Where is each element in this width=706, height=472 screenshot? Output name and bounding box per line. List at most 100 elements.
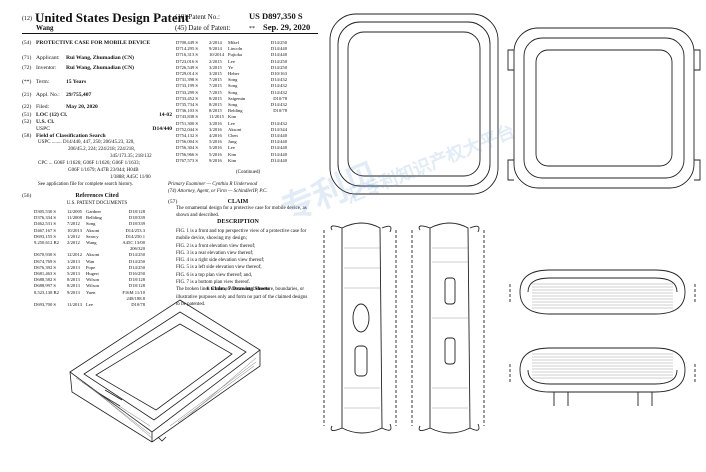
claim-code: (57) [168,199,178,205]
fig7-bottom-plan-drawing [509,347,696,406]
refs-title: References Cited [75,193,119,199]
ref-date: 12/2005 [67,209,83,214]
ref-class: D14/440 [270,145,287,151]
ref-number: D305,530 S [34,209,56,214]
ref-class: F16M 11/10 [122,289,145,295]
ref-class: D18/339 [128,221,145,227]
ref-date: 8/2015 [209,108,222,114]
search-line: 206/45.2, 224; 224/218; 224/218, [68,147,135,152]
ref-class: D14/440 [270,52,287,58]
ref-class: D14/253.3 [125,227,145,233]
ref-class: D10/163 [270,71,287,77]
ref-number: 8,523,138 B2 [34,289,59,295]
ref-date: 7/2012 [67,221,80,227]
ref-class: D14/250 [128,258,145,264]
search-line: G06F 1/1679; A47B 23/044; H04B [68,168,139,173]
fig6-top-plan-drawing [509,269,696,315]
ref-date: 3/2015 [209,64,222,70]
ref-name: Chen [228,133,238,139]
refs-continued: (Continued) [236,170,261,175]
ref-number: D723,016 S [176,58,198,64]
ref-class: D14/344 [270,126,287,132]
ref-date: 8/2013 [67,277,80,283]
ref-date: 12/2012 [67,252,83,258]
ref-number: D731,398 S [176,77,198,83]
ref-number: D743,838 S [176,114,198,120]
ref-class: D14/432 [270,77,287,83]
ref-date: 9/2016 [209,157,222,163]
ref-date: 3/2015 [209,71,222,77]
patent-date-value: Sep. 29, 2020 [263,22,311,32]
ref-class: D18/339 [128,215,145,221]
ref-name: Song [228,89,238,95]
ref-name: Searcy [86,233,99,239]
ref-name: Fujioka [228,52,243,58]
ref-class: A45C 13/00 [122,240,145,246]
search-line: USPC ........ D14/440, 447, 250; 206/45.… [38,140,135,145]
ref-name: Pope [86,264,96,270]
fig-desc: FIG. 3 is a rear elevation view thereof; [176,250,254,256]
ref-class: 248/188.8 [126,295,145,301]
ref-class: D14/250.1 [125,233,145,239]
ref-number: D756,966 S [176,151,198,157]
ref-number: D733,199 S [176,83,198,89]
ref-date: 8/2015 [209,95,222,101]
ref-date: 4/2016 [209,133,222,139]
ref-class: D18/128 [128,277,145,283]
ref-number: D716,313 S [176,52,198,58]
ref-name: Aksoni [86,252,100,258]
fig-desc: FIG. 7 is a bottom plan view thereof. [176,280,251,286]
ref-class: D16/250 [128,271,145,277]
ref-number: D688,582 S [34,277,56,283]
fig2-front-drawing [329,13,499,195]
ref-name: Lee [228,145,235,151]
ref-class: 206/320 [129,246,145,252]
patent-date: (45) Date of Patent:**Sep. 29, 2020 [175,22,311,32]
ref-name: Yuen [86,289,96,295]
ref-class: D14/250 [128,264,145,270]
ref-name: Gardner [86,209,102,214]
ref-name: Bellding [86,215,102,221]
ref-date: 2/2013 [67,264,80,270]
fig4-right-side-drawing [323,222,397,434]
ref-name: Heber [228,71,240,77]
ref-class: D18/128 [128,209,145,214]
ref-date: 11/2015 [209,114,224,120]
ref-number: D674,769 S [34,258,56,264]
ref-date: 8/2013 [67,283,80,289]
ref-number: D754,132 S [176,133,198,139]
doc-code: (12) [22,16,32,23]
ref-name: Lincoln [228,46,243,52]
ref-class: D10/78 [273,108,287,114]
ref-number: D733,452 S [176,95,198,101]
ref-class: D14/432 [270,120,287,126]
ref-name: Hugert [86,271,99,277]
ref-date: 9/2014 [209,46,222,52]
fig5-left-side-drawing [411,222,485,434]
ref-class: D14/432 [270,89,287,95]
ref-number: D681,463 S [34,271,56,277]
ref-number: D467,167 S [34,227,56,233]
ref-date: 1/2012 [67,233,80,239]
search-line: 1/3888; A45C 11/00 [110,175,151,180]
field-search: (58)Field of Classification Search [22,133,106,139]
ref-name: Song [228,102,238,108]
ref-class: D14/250 [270,58,287,64]
ref-number: D700,449 S [176,40,198,45]
